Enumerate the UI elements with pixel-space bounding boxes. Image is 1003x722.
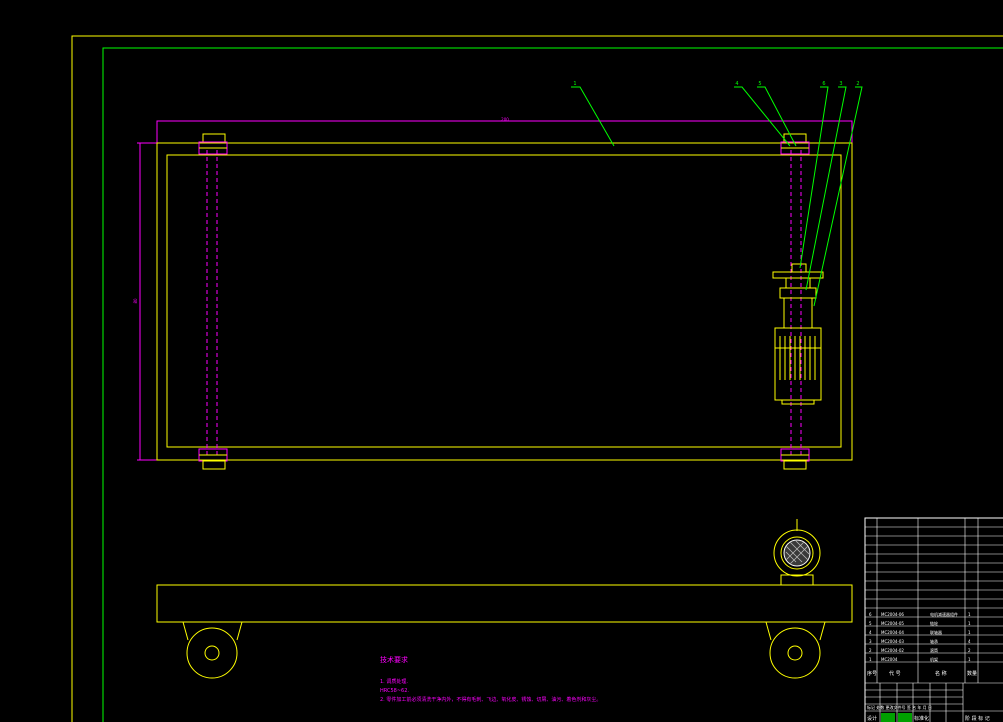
caster-left bbox=[182, 621, 243, 679]
bom-header-no: 序号 bbox=[867, 670, 877, 677]
bom-row-2-qty: 2 bbox=[968, 648, 971, 653]
bom-row-3-qty: 4 bbox=[968, 639, 971, 644]
bom-row-1-name: 机架 bbox=[930, 656, 938, 662]
bom-row-5-name: 链轮 bbox=[930, 620, 938, 626]
title-block-designer: 设计 bbox=[867, 715, 877, 722]
bom-row-5-no: 5 bbox=[869, 621, 872, 626]
bom-row-2-name: 滚筒 bbox=[930, 647, 938, 653]
balloon-6: 6 bbox=[822, 81, 825, 87]
balloon-2: 2 bbox=[856, 81, 859, 87]
bom-row-6-name: 电机减速器组件 bbox=[930, 611, 958, 617]
notes-line-3: 2. 零件加工前必须清洗干净内外，不得有毛刺、飞边、氧化皮、锈蚀、切屑、油污、着… bbox=[380, 696, 601, 703]
bearing-top-left bbox=[198, 133, 228, 155]
title-block-stage-mark: 阶 段 标 记 bbox=[965, 715, 990, 722]
balloon-3: 3 bbox=[839, 81, 842, 87]
inner-frame bbox=[102, 47, 1003, 722]
bom-row-4-no: 4 bbox=[869, 630, 872, 635]
top-view: 200 80 bbox=[133, 81, 863, 470]
bom-row-4-qty: 1 bbox=[968, 630, 971, 635]
caster-right bbox=[765, 621, 826, 679]
title-block-green-cell bbox=[881, 713, 895, 722]
bom-row-2-no: 2 bbox=[869, 648, 872, 653]
bom-row-3-code: MC2004-03 bbox=[881, 639, 904, 644]
notes-line-1: 1. 调质处理. bbox=[380, 678, 408, 685]
outer-frame bbox=[71, 35, 1003, 722]
bom-row-1-code: MC2004 bbox=[881, 657, 898, 662]
motor-assembly bbox=[772, 263, 824, 405]
bom-table-frame bbox=[864, 517, 1003, 722]
bom-header-qty: 数量 bbox=[967, 670, 977, 677]
balloon-4: 4 bbox=[735, 81, 738, 87]
notes-line-2: HRC58~62. bbox=[380, 688, 409, 694]
title-block-change-row: 标记 处数 更改文件号 签 名 年 月 日 bbox=[867, 704, 932, 710]
bearing-top-right bbox=[780, 133, 810, 155]
bearing-bottom-right bbox=[780, 448, 810, 470]
height-dimension-label: 80 bbox=[133, 298, 138, 304]
title-block: 6 MC2004-06 电机减速器组件 1 5 MC2004-05 链轮 1 4… bbox=[864, 517, 1003, 722]
bom-row-4-name: 联轴器 bbox=[930, 629, 942, 635]
motor-end-view bbox=[773, 519, 821, 586]
technical-notes: 技术要求 1. 调质处理. HRC58~62. 2. 零件加工前必须清洗干净内外… bbox=[380, 655, 601, 703]
balloon-1: 1 bbox=[573, 81, 576, 87]
bom-row-6-no: 6 bbox=[869, 612, 872, 617]
front-view bbox=[156, 519, 853, 679]
title-block-standard: 标准化 bbox=[914, 715, 929, 722]
title-block-green-cell-2 bbox=[898, 713, 912, 722]
bom-row-3-no: 3 bbox=[869, 639, 872, 644]
bearing-bottom-left bbox=[198, 448, 228, 470]
bom-row-2-code: MC2004-02 bbox=[881, 648, 904, 653]
frame-inner-outline bbox=[166, 154, 842, 448]
bom-row-5-qty: 1 bbox=[968, 621, 971, 626]
bom-row-1-no: 1 bbox=[869, 657, 872, 662]
bom-header-name: 名 称 bbox=[935, 670, 947, 677]
notes-title: 技术要求 bbox=[380, 655, 408, 664]
balloon-leaders bbox=[571, 86, 863, 307]
bom-header-code: 代 号 bbox=[889, 670, 901, 677]
width-dimension-label: 200 bbox=[501, 117, 509, 122]
bom-row-1-qty: 1 bbox=[968, 657, 971, 662]
bom-row-3-name: 轴承 bbox=[930, 638, 938, 644]
frame-side-outline bbox=[156, 584, 853, 623]
bom-row-6-code: MC2004-06 bbox=[881, 612, 904, 617]
balloon-5: 5 bbox=[758, 81, 761, 87]
bom-row-6-qty: 1 bbox=[968, 612, 971, 617]
frame-outer-outline bbox=[156, 142, 853, 461]
overall-dimension-box bbox=[156, 120, 853, 144]
bom-row-5-code: MC2004-05 bbox=[881, 621, 904, 626]
bom-row-4-code: MC2004-04 bbox=[881, 630, 904, 635]
